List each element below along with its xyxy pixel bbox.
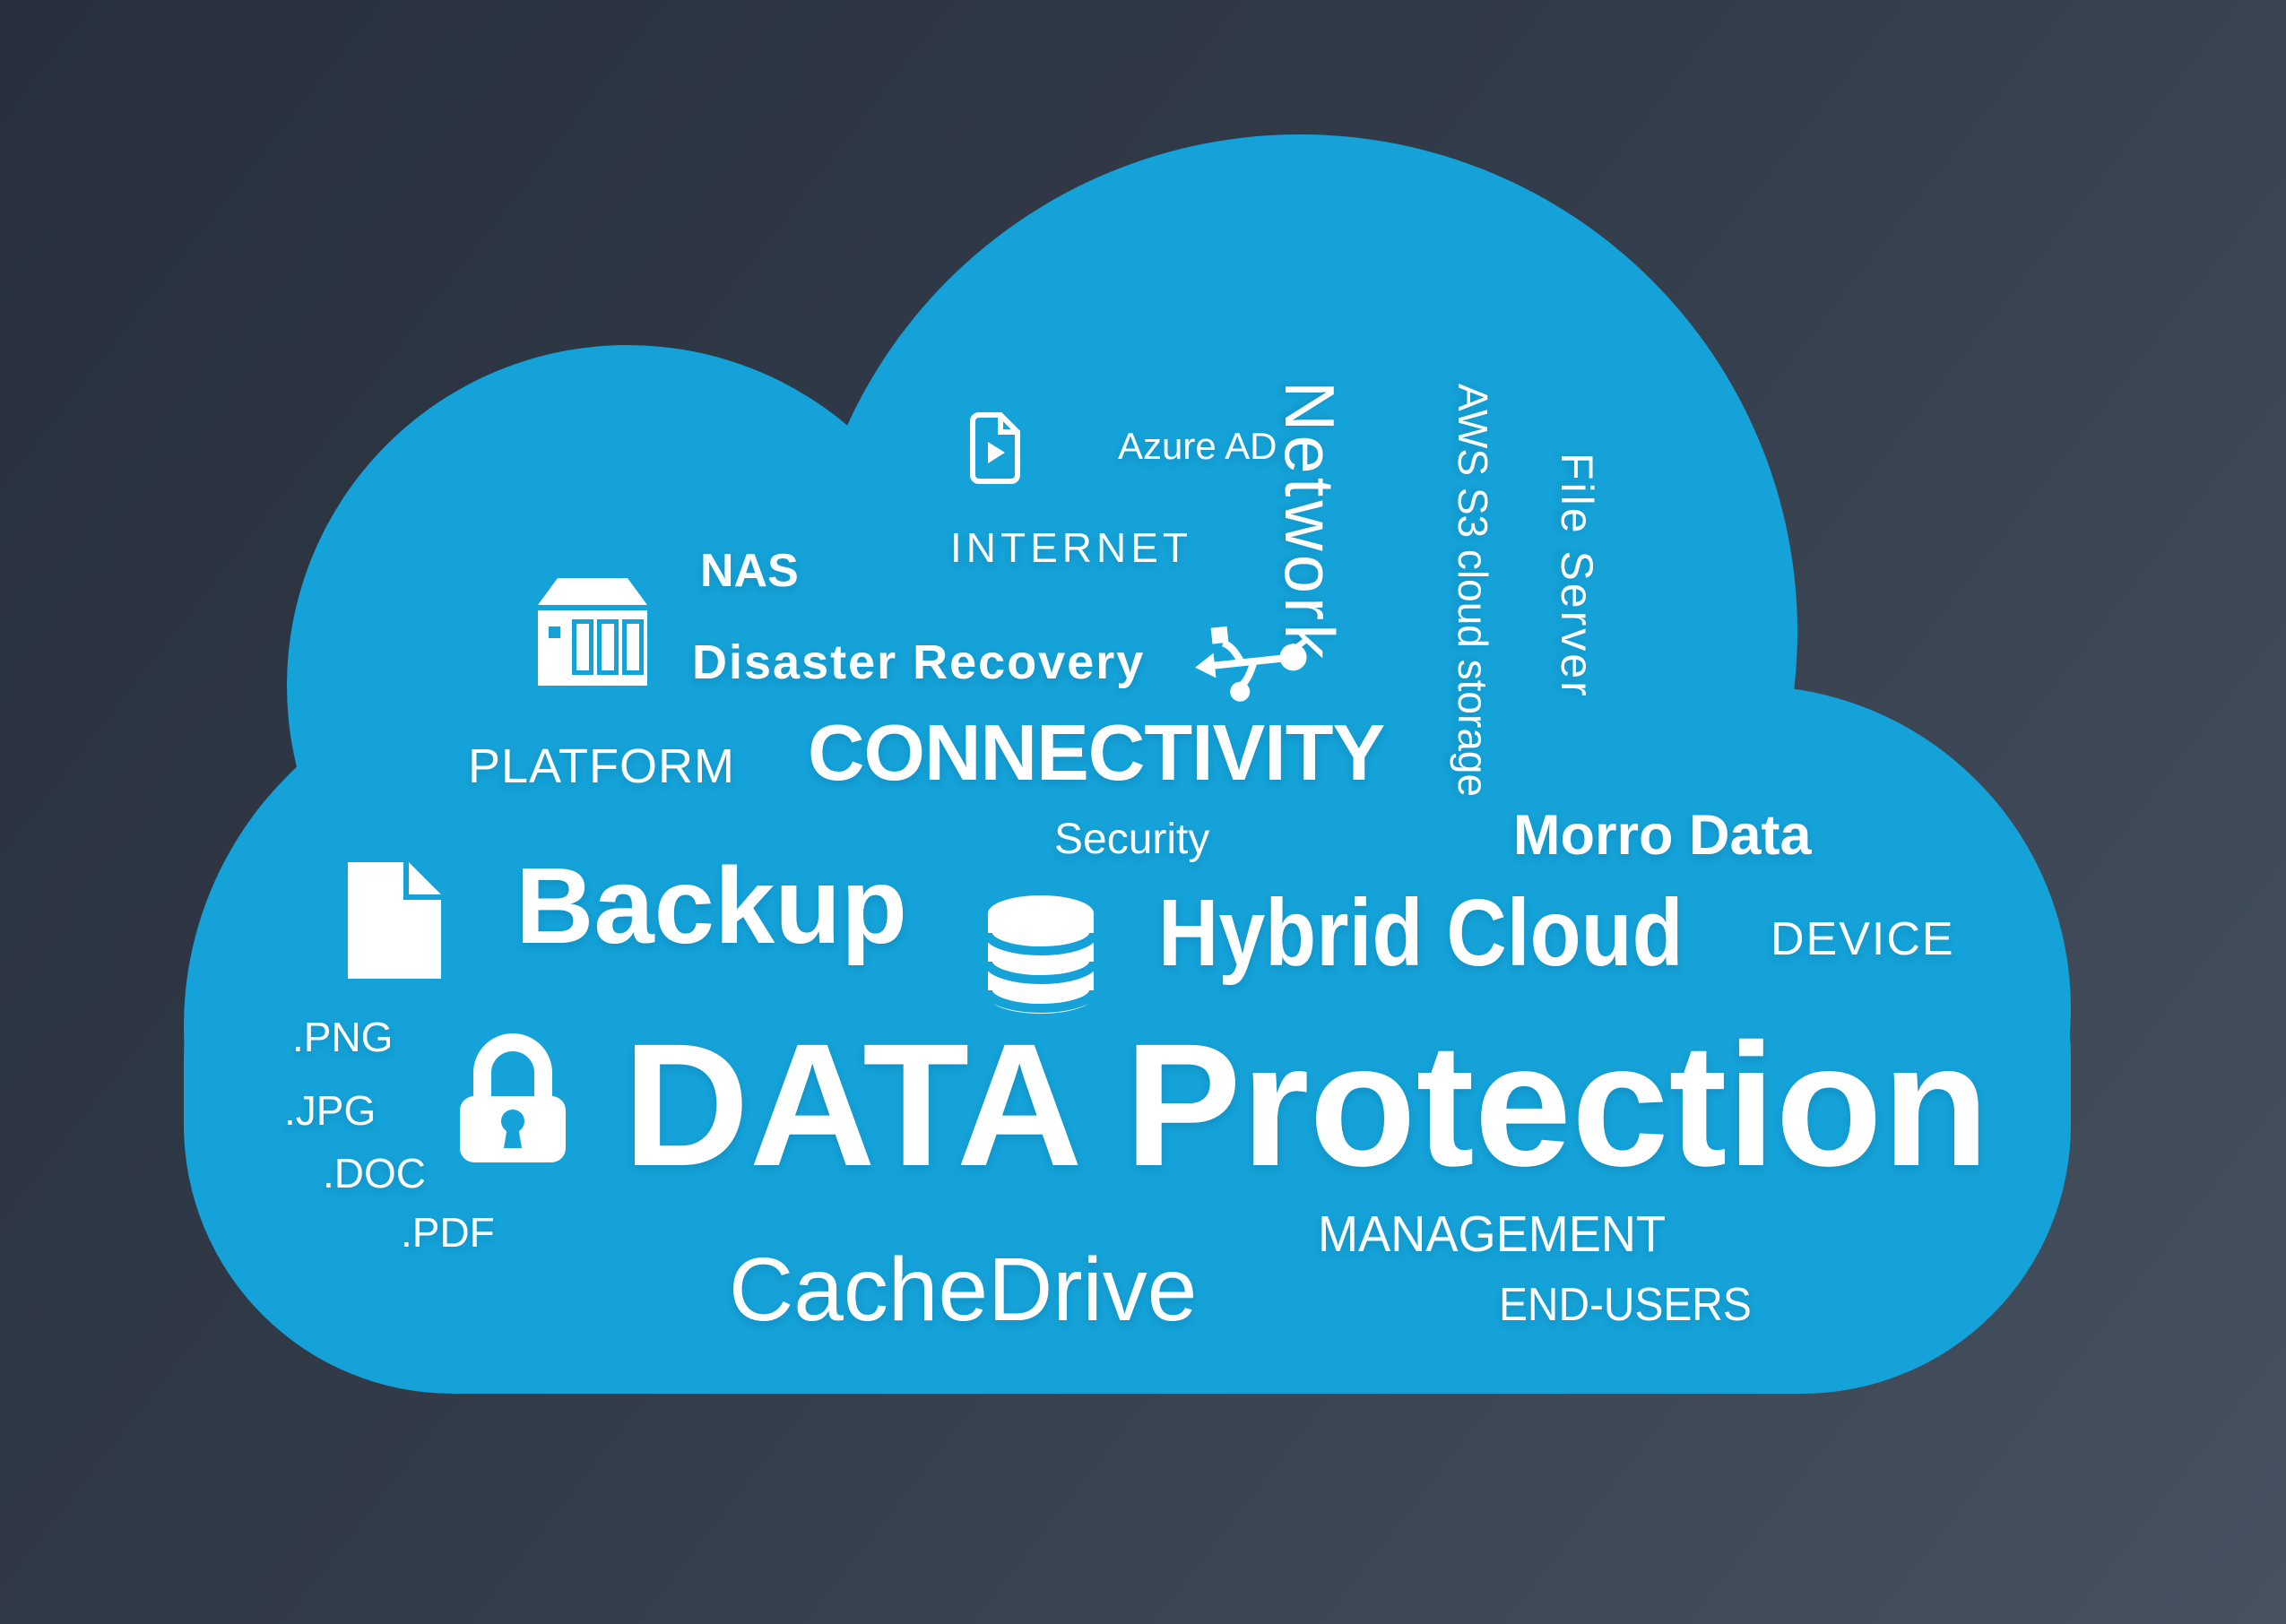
word-end-users: END-USERS	[1499, 1279, 1752, 1331]
word-aws-s3-cloud-storage: AWS S3 cloud storage	[1450, 384, 1496, 798]
word-png-extension: .PNG	[292, 1014, 394, 1060]
word-network: Network	[1270, 381, 1349, 663]
word-nas: NAS	[700, 545, 799, 597]
word-disaster-recovery: Disaster Recovery	[692, 635, 1146, 689]
word-device: DEVICE	[1771, 913, 1955, 965]
word-morro-data: Morro Data	[1513, 804, 1812, 867]
word-doc-extension: .DOC	[323, 1150, 426, 1196]
usb-icon	[1195, 626, 1307, 702]
word-pdf-extension: .PDF	[401, 1209, 495, 1256]
database-icon	[986, 895, 1095, 1014]
word-internet: INTERNET	[950, 524, 1192, 571]
word-azure-ad: Azure AD	[1118, 425, 1277, 467]
nas-server-icon	[538, 578, 647, 686]
word-connectivity: CONNECTIVITY	[808, 708, 1385, 797]
word-file-server: File Server	[1552, 453, 1602, 699]
lock-icon	[460, 1033, 566, 1162]
word-hybrid-cloud: Hybrid Cloud	[1158, 880, 1684, 986]
word-cachedrive: CacheDrive	[729, 1240, 1198, 1340]
document-icon	[348, 862, 441, 979]
word-jpg-extension: .JPG	[284, 1087, 377, 1134]
word-platform: PLATFORM	[468, 739, 736, 793]
word-backup: Backup	[515, 844, 908, 966]
word-management: MANAGEMENT	[1318, 1205, 1667, 1263]
file-video-icon	[970, 412, 1020, 484]
word-security: Security	[1054, 816, 1210, 863]
word-data-protection: DATA Protection	[623, 1007, 1989, 1203]
